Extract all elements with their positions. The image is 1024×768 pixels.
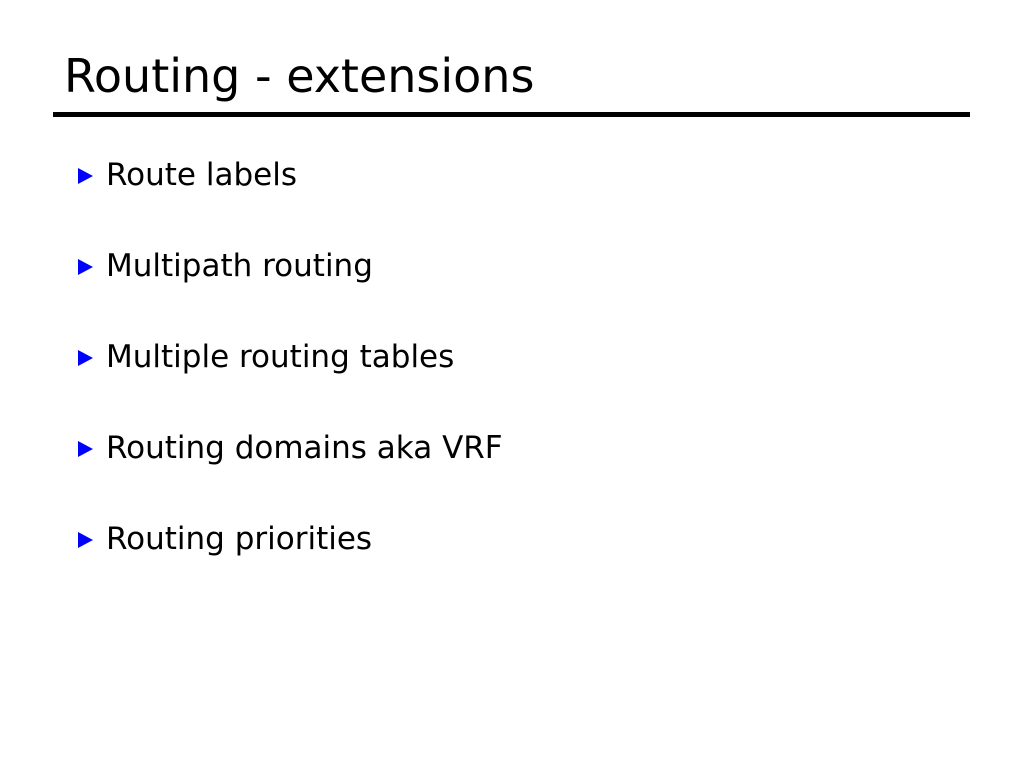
triangle-right-icon — [78, 246, 98, 287]
list-item-label: Multiple routing tables — [106, 339, 455, 375]
title-underline-rule — [53, 112, 970, 117]
list-item: Routing domains aka VRF — [78, 428, 978, 519]
list-item: Multipath routing — [78, 246, 978, 337]
list-item-label: Routing domains aka VRF — [106, 430, 503, 466]
list-item-label: Route labels — [106, 157, 297, 193]
page-title: Routing - extensions — [64, 49, 535, 103]
triangle-right-icon — [78, 519, 98, 560]
list-item: Routing priorities — [78, 519, 978, 610]
slide-title-block: Routing - extensions — [53, 48, 970, 117]
bullet-list: Route labels Multipath routing Multiple … — [78, 155, 978, 610]
triangle-right-icon — [78, 337, 98, 378]
list-item-label: Multipath routing — [106, 248, 373, 284]
list-item: Multiple routing tables — [78, 337, 978, 428]
list-item: Route labels — [78, 155, 978, 246]
triangle-right-icon — [78, 428, 98, 469]
list-item-label: Routing priorities — [106, 521, 373, 557]
triangle-right-icon — [78, 155, 98, 196]
